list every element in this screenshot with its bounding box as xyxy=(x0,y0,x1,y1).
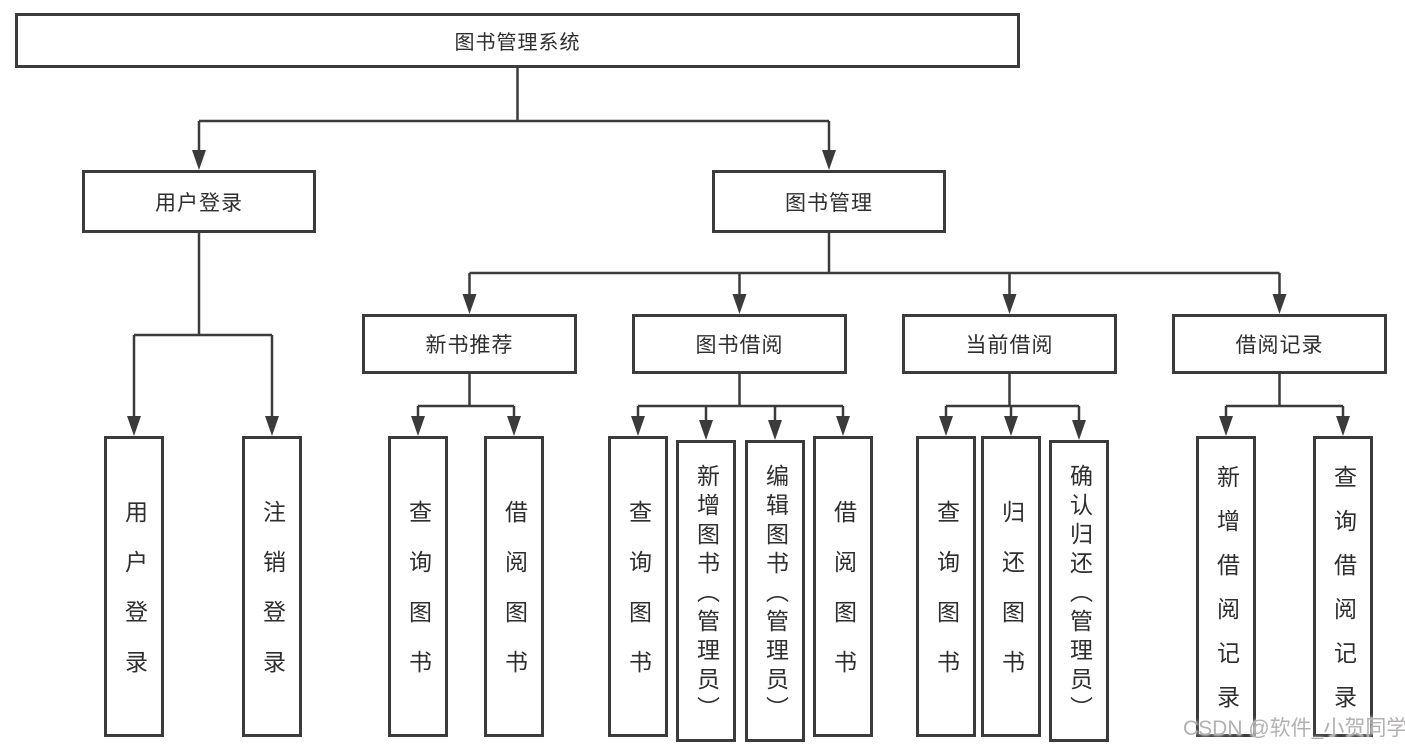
leaf-borrow-book: 借阅图书 xyxy=(813,436,873,737)
node-book-management: 图书管理 xyxy=(712,170,946,233)
node-label: 借阅记录 xyxy=(1235,334,1324,357)
csdn-watermark: CSDN @软件_小贺同学 xyxy=(1183,717,1405,740)
leaf-add-book-admin: 新增图书（管理员） xyxy=(676,440,736,742)
leaf-edit-book-admin: 编辑图书（管理员） xyxy=(745,440,805,742)
node-label: 新增借阅记录 xyxy=(1213,465,1240,729)
node-label: 图书管理 xyxy=(785,191,873,215)
node-label: 图书借阅 xyxy=(695,334,784,357)
leaf-return-book: 归还图书 xyxy=(981,436,1041,737)
node-label: 编辑图书（管理员） xyxy=(762,463,789,725)
leaf-current-query-book: 查询图书 xyxy=(916,436,976,737)
node-label: 注销登录 xyxy=(259,500,286,700)
leaf-logout: 注销登录 xyxy=(242,436,302,737)
leaf-confirm-return-admin: 确认归还（管理员） xyxy=(1049,440,1109,742)
node-label: 借阅图书 xyxy=(501,500,528,700)
leaf-recommend-query-book: 查询图书 xyxy=(388,436,448,737)
leaf-add-borrow-record: 新增借阅记录 xyxy=(1196,436,1256,737)
node-label: 归还图书 xyxy=(998,500,1025,700)
node-label: 用户登录 xyxy=(155,191,243,215)
node-label: 新书推荐 xyxy=(425,334,514,357)
node-label: 图书管理系统 xyxy=(454,32,581,54)
node-label: 查询借阅记录 xyxy=(1330,465,1357,729)
node-label: 当前借阅 xyxy=(965,334,1054,357)
node-label: 查询图书 xyxy=(405,500,432,700)
leaf-query-borrow-record: 查询借阅记录 xyxy=(1313,436,1373,737)
node-root-library-system: 图书管理系统 xyxy=(15,13,1020,68)
node-label: 用户登录 xyxy=(121,500,148,700)
node-current-borrow: 当前借阅 xyxy=(902,314,1117,374)
leaf-borrow-query-book: 查询图书 xyxy=(608,436,668,737)
node-new-book-recommend: 新书推荐 xyxy=(362,314,577,374)
leaf-user-login: 用户登录 xyxy=(104,436,164,737)
node-label: 查询图书 xyxy=(933,500,960,700)
node-label: 确认归还（管理员） xyxy=(1066,463,1093,725)
node-label: 借阅图书 xyxy=(830,500,857,700)
node-label: 新增图书（管理员） xyxy=(693,463,720,725)
leaf-recommend-borrow-book: 借阅图书 xyxy=(484,436,544,737)
node-book-borrow: 图书借阅 xyxy=(632,314,847,374)
node-label: 查询图书 xyxy=(625,500,652,700)
node-user-login: 用户登录 xyxy=(82,170,316,233)
node-borrow-records: 借阅记录 xyxy=(1172,314,1387,374)
